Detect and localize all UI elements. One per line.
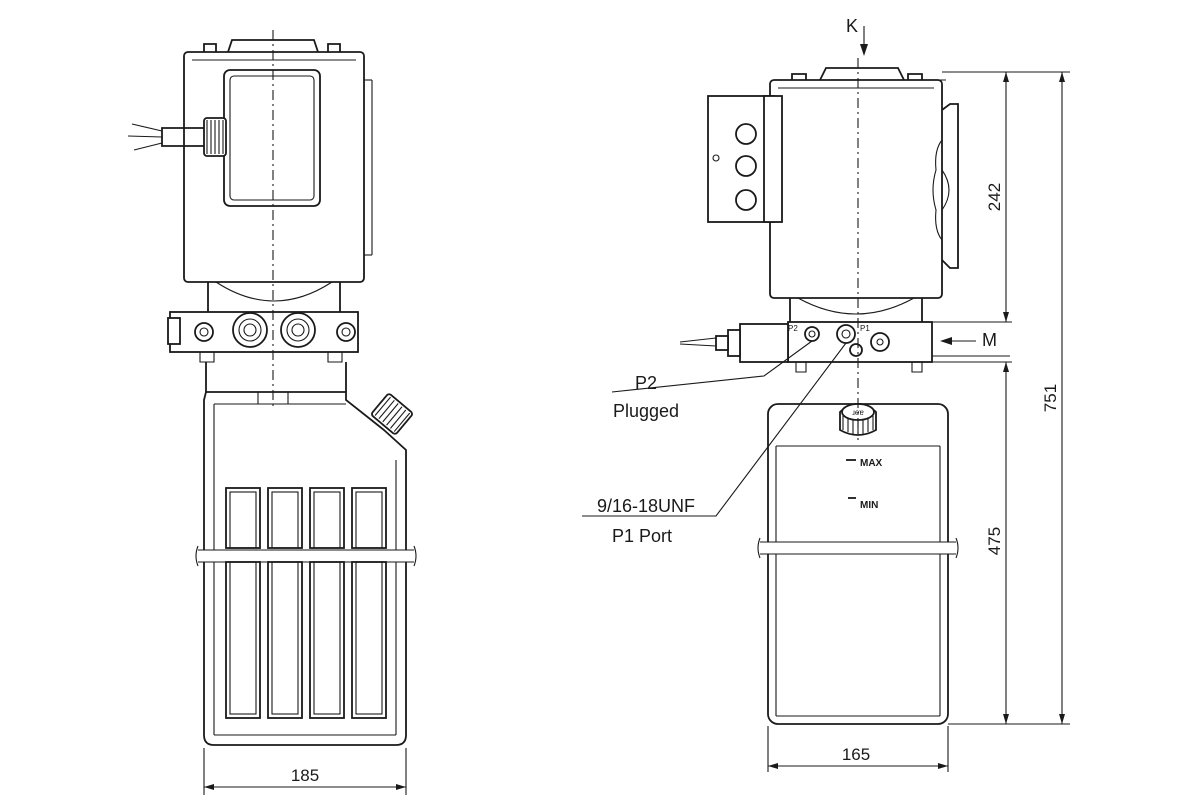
port-fitting-2 bbox=[280, 312, 316, 348]
side-width-label: 165 bbox=[842, 745, 870, 764]
port-p1 bbox=[836, 324, 856, 344]
side-width-dimension: 165 bbox=[767, 726, 949, 772]
cable-wires bbox=[127, 123, 163, 151]
terminal-box bbox=[223, 69, 321, 207]
port-p1-tag: P1 bbox=[860, 324, 870, 333]
leader-p1 bbox=[582, 342, 847, 517]
tank-window-1 bbox=[225, 487, 261, 549]
tank-window-6 bbox=[267, 561, 303, 719]
tank-min-label: MIN bbox=[860, 500, 878, 511]
dim-total-label: 751 bbox=[1041, 384, 1060, 412]
tank-window-7 bbox=[309, 561, 345, 719]
power-cable bbox=[161, 127, 204, 147]
motor-body bbox=[183, 51, 365, 283]
callout-p1-line2: P1 Port bbox=[612, 526, 672, 546]
motor-top-bolts bbox=[203, 43, 341, 52]
view-arrow-m-label: M bbox=[982, 330, 997, 350]
port-p2 bbox=[804, 326, 820, 342]
view-arrow-m bbox=[940, 337, 952, 345]
break-lines-side bbox=[760, 541, 956, 555]
oil-tank bbox=[203, 391, 407, 746]
side-view: K P2 P1 bbox=[582, 16, 1070, 772]
port-fitting-1 bbox=[232, 312, 268, 348]
side-motor-body bbox=[769, 79, 943, 299]
tank-window-3 bbox=[309, 487, 345, 549]
valve-bolt-right bbox=[336, 322, 356, 342]
vertical-dimensions: 242 475 751 bbox=[932, 71, 1070, 725]
dim-tank-label: 475 bbox=[985, 527, 1004, 555]
view-arrow-k bbox=[860, 44, 868, 56]
callout-p1-line1: 9/16-18UNF bbox=[597, 496, 695, 516]
front-width-label: 185 bbox=[291, 766, 319, 785]
front-width-dimension: 185 bbox=[203, 748, 407, 795]
tank-window-8 bbox=[351, 561, 387, 719]
tank-window-2 bbox=[267, 487, 303, 549]
side-oil-tank bbox=[767, 403, 949, 725]
callout-p2-line1: P2 bbox=[635, 373, 657, 393]
valve-bolt-left bbox=[194, 322, 214, 342]
tank-window-4 bbox=[351, 487, 387, 549]
valve-stub-left bbox=[167, 317, 181, 345]
front-view: 185 bbox=[127, 30, 417, 795]
view-arrow-k-label: K bbox=[846, 16, 858, 36]
switch-probe bbox=[679, 337, 717, 347]
filler-cap-front bbox=[371, 393, 413, 435]
port-p2-tag: P2 bbox=[788, 324, 798, 333]
callout-p2-line2: Plugged bbox=[613, 401, 679, 421]
tank-max-label: MAX bbox=[860, 458, 883, 469]
motor-bracket bbox=[941, 103, 959, 269]
side-motor-top-cap bbox=[819, 67, 905, 81]
pressure-switch bbox=[739, 323, 789, 363]
dim-motor-label: 242 bbox=[985, 183, 1004, 211]
tank-window-5 bbox=[225, 561, 261, 719]
leader-p2 bbox=[611, 340, 813, 393]
